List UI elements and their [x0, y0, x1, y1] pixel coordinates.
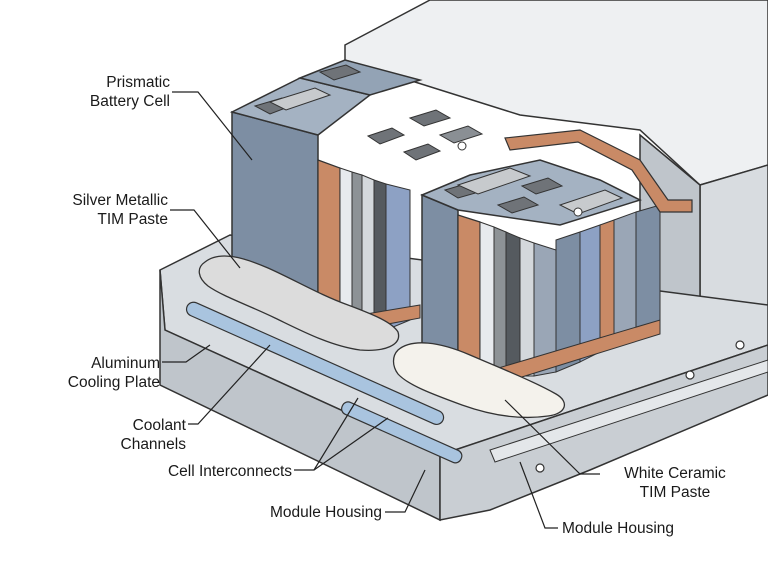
coolant-channel-upper [185, 301, 445, 426]
label-prismatic-battery-cell: Prismatic Battery Cell [58, 73, 170, 111]
cell-terminal [438, 125, 484, 144]
busbar [456, 167, 532, 195]
label-cell-interconnects: Cell Interconnects [110, 462, 292, 481]
cell-top-rear [297, 59, 423, 96]
leader-white-tim [504, 399, 600, 475]
cell-terminal [366, 127, 406, 145]
bolt-hole [735, 340, 745, 350]
label-module-housing-right: Module Housing [562, 519, 722, 538]
label-silver-metallic-tim-paste: Silver Metallic TIM Paste [30, 191, 168, 229]
label-line: TIM Paste [639, 484, 711, 501]
label-line: Channels [120, 436, 187, 453]
cell-layer [351, 171, 363, 331]
busbar [268, 87, 332, 111]
cell-terminal [408, 109, 452, 127]
busbar [558, 189, 624, 215]
coolant-channel-lower [341, 401, 463, 464]
cell-terminal [496, 196, 540, 214]
copper-layer [599, 219, 615, 353]
label-aluminum-cooling-plate: Aluminum Cooling Plate [30, 354, 160, 392]
white-tim-paste [392, 342, 566, 419]
label-line: Module Housing [269, 504, 382, 521]
bolt-hole [535, 463, 545, 473]
cell-layer [361, 174, 375, 333]
housing-lip [489, 359, 768, 463]
leader-prismatic-cell [172, 91, 253, 161]
terminal-bolt [573, 207, 583, 217]
label-coolant-channels: Coolant Channels [60, 416, 187, 454]
leader-module-housing-right [519, 461, 558, 529]
label-line: Cooling Plate [67, 374, 160, 391]
silver-tim-paste [198, 255, 400, 351]
terminal-bolt [457, 141, 467, 151]
label-line: TIM Paste [97, 211, 168, 228]
label-line: Battery Cell [89, 93, 170, 110]
cell-layer [373, 179, 387, 333]
label-line: Cell Interconnects [167, 463, 292, 480]
cell-layer [613, 211, 637, 346]
leader-interconnects-b [313, 417, 389, 471]
cell-layer [519, 237, 535, 377]
label-line: Prismatic [106, 74, 170, 91]
label-line: Aluminum [91, 355, 160, 372]
label-module-housing-left: Module Housing [230, 503, 382, 522]
leader-coolant-channels [188, 344, 271, 425]
label-line: Coolant [132, 417, 186, 434]
cell-terminal [318, 64, 362, 81]
leader-silver-tim [170, 209, 241, 269]
leader-module-housing-left [385, 469, 426, 513]
module-top-cover [344, 0, 768, 186]
cell-layer [635, 204, 661, 336]
cell-terminal [402, 143, 442, 161]
label-line: Module Housing [562, 520, 675, 537]
cell-layer [493, 226, 507, 376]
label-white-ceramic-tim-paste: White Ceramic TIM Paste [600, 464, 750, 502]
cell-layer [505, 231, 521, 377]
label-line: Silver Metallic [72, 192, 168, 209]
copper-busbar [504, 129, 693, 213]
cell-terminal [520, 177, 564, 195]
label-line: White Ceramic [624, 465, 726, 482]
bolt-hole [685, 370, 695, 380]
leader-aluminum-plate [162, 344, 211, 363]
cell-layer [479, 221, 495, 379]
